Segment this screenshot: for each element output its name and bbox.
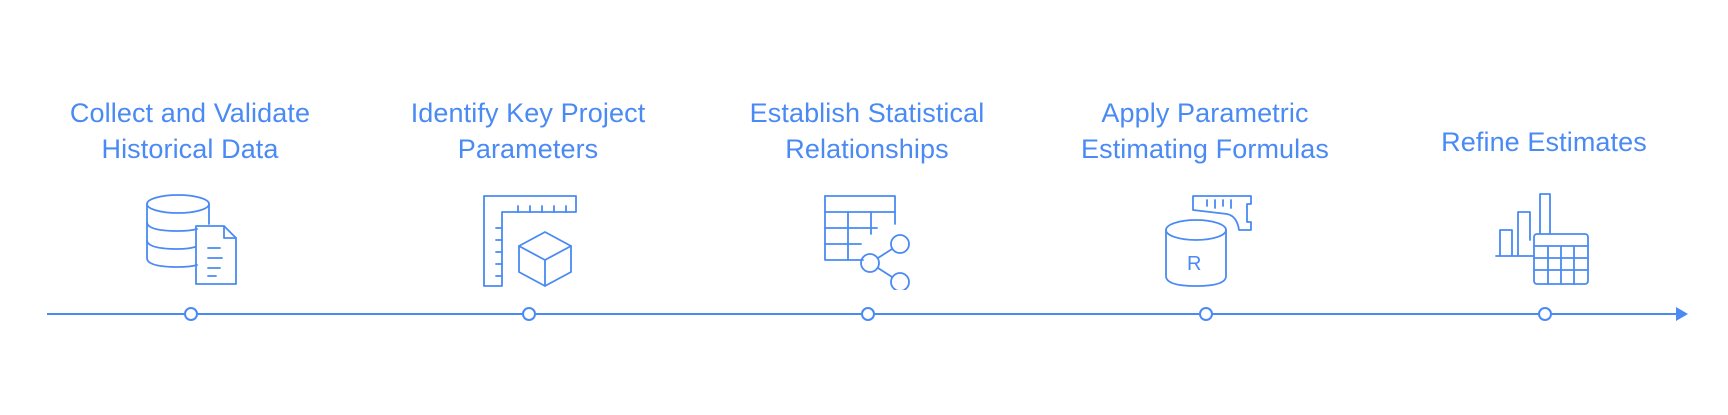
database-letter: R [1187, 253, 1201, 275]
database-ruler-icon: R [1155, 190, 1255, 290]
step-label: Identify Key Project Parameters [378, 95, 678, 167]
step-label-line: Collect and Validate [69, 98, 311, 128]
step-label: Refine Estimates [1394, 124, 1694, 160]
timeline-step-collect: Collect and Validate Historical Data [40, 0, 340, 415]
step-label-line: Historical Data [101, 134, 279, 164]
timeline-step-apply: Apply Parametric Estimating Formulas R [1055, 0, 1355, 415]
database-document-icon [140, 190, 240, 290]
timeline-marker [522, 307, 536, 321]
step-label-line: Apply Parametric [1101, 98, 1309, 128]
timeline-marker [1199, 307, 1213, 321]
step-label-line: Estimating Formulas [1081, 134, 1329, 164]
bar-chart-table-icon [1494, 190, 1594, 290]
timeline-arrowhead-icon [1676, 307, 1688, 321]
step-label-line: Parameters [457, 134, 599, 164]
step-label-line: Refine Estimates [1441, 127, 1647, 157]
step-label: Apply Parametric Estimating Formulas [1055, 95, 1355, 167]
timeline-step-establish: Establish Statistical Relationships [717, 0, 1017, 415]
step-label: Establish Statistical Relationships [717, 95, 1017, 167]
timeline-marker [184, 307, 198, 321]
ruler-cube-icon [478, 190, 578, 290]
step-label: Collect and Validate Historical Data [40, 95, 340, 167]
step-label-line: Relationships [785, 134, 949, 164]
step-label-line: Identify Key Project [410, 98, 646, 128]
timeline-step-identify: Identify Key Project Parameters [378, 0, 678, 415]
table-share-icon [817, 190, 917, 290]
timeline-marker [861, 307, 875, 321]
timeline-marker [1538, 307, 1552, 321]
timeline-step-refine: Refine Estimates [1394, 0, 1694, 415]
step-label-line: Establish Statistical [749, 98, 985, 128]
